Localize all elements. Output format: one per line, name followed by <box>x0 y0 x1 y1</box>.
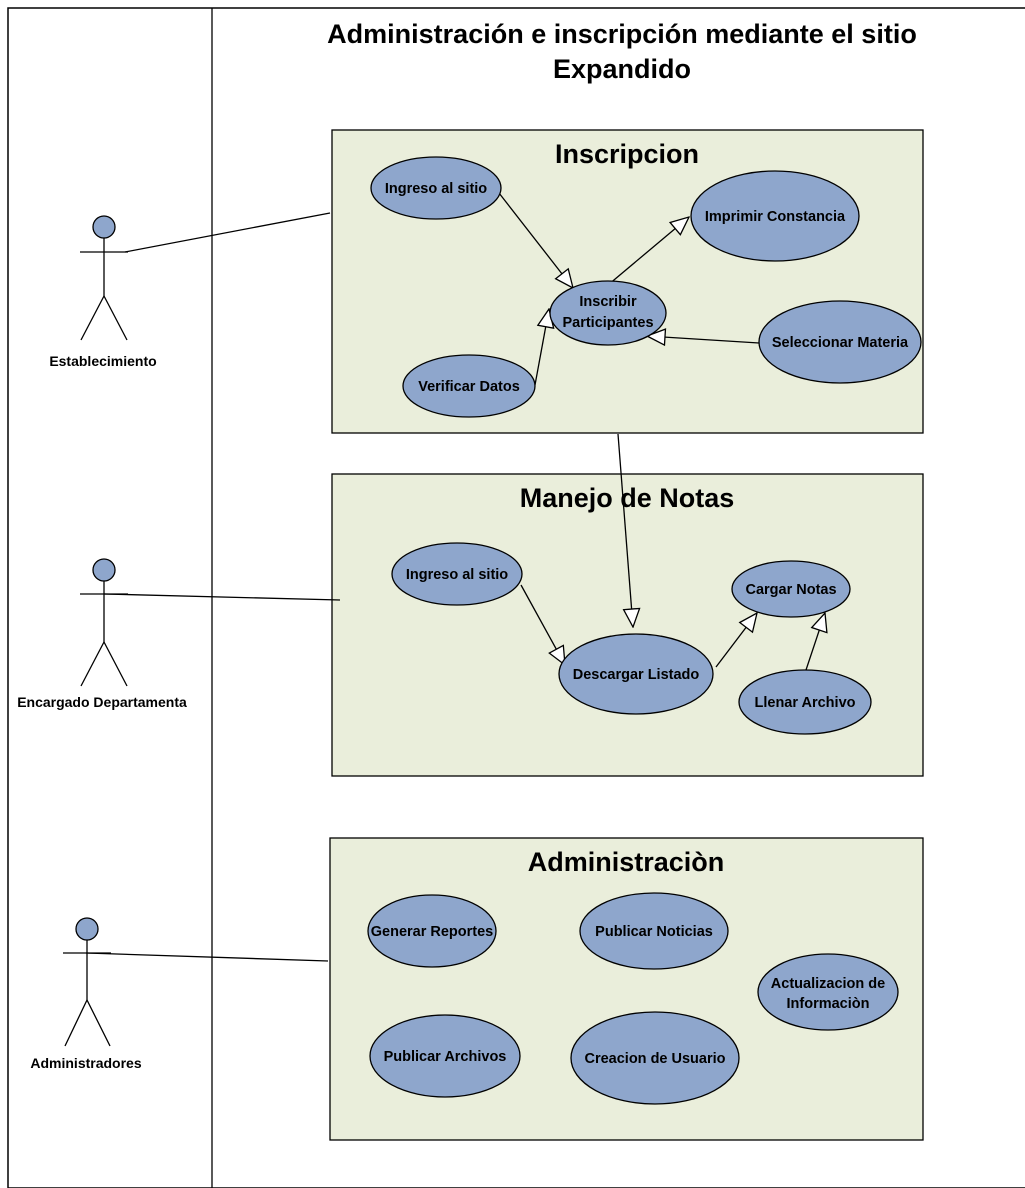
svg-text:Generar Reportes: Generar Reportes <box>371 924 494 940</box>
diagram-title-line1: Administración e inscripción mediante el… <box>327 19 917 49</box>
use-case-actualizacion-informacion: Actualizacion de Informaciòn <box>757 953 899 1031</box>
actor-encargado: Encargado Departamenta <box>17 558 187 710</box>
use-case-generar-reportes: Generar Reportes <box>367 894 497 968</box>
use-case-ingreso-notas: Ingreso al sitio <box>391 542 523 606</box>
use-case-cargar-notas: Cargar Notas <box>731 560 851 618</box>
association-encargado <box>103 593 341 601</box>
diagram-frame <box>7 7 1025 1188</box>
use-case-inscribir-participantes: Inscribir Participantes <box>549 280 667 346</box>
association-administradores <box>85 952 329 962</box>
arrow-inscribir-to-imprimir <box>607 217 689 286</box>
use-case-seleccionar-materia: Seleccionar Materia <box>758 300 922 384</box>
arrow-verificar-to-inscribir <box>534 309 549 386</box>
arrow-ingreso-to-descargar <box>520 584 565 665</box>
svg-text:Creacion de Usuario: Creacion de Usuario <box>584 1051 725 1067</box>
arrow-llenar-to-cargar <box>805 613 825 671</box>
relations <box>85 192 825 962</box>
package-inscripcion-title: Inscripcion <box>555 139 699 169</box>
svg-text:Publicar Archivos: Publicar Archivos <box>384 1049 507 1065</box>
use-case-llenar-archivo: Llenar Archivo <box>738 669 872 735</box>
svg-text:Llenar Archivo: Llenar Archivo <box>755 695 856 711</box>
arrow-seleccionar-to-inscribir <box>647 336 760 343</box>
svg-text:Ingreso al sitio: Ingreso al sitio <box>406 567 508 583</box>
actor-encargado-label: Encargado Departamenta <box>17 694 187 710</box>
svg-text:Ingreso al sitio: Ingreso al sitio <box>385 181 487 197</box>
arrow-ingreso-to-inscribir <box>498 192 573 288</box>
svg-text:Seleccionar Materia: Seleccionar Materia <box>772 335 909 351</box>
actor-establecimiento-label: Establecimiento <box>49 353 156 369</box>
arrow-inscribir-to-descargar <box>617 433 633 627</box>
arrow-descargar-to-cargar <box>715 613 757 668</box>
association-establecimiento <box>124 212 331 253</box>
svg-text:Verificar Datos: Verificar Datos <box>418 379 520 395</box>
actor-head-icon <box>92 215 116 239</box>
svg-text:Participantes: Participantes <box>562 315 653 331</box>
use-case-descargar-listado: Descargar Listado <box>558 633 714 715</box>
svg-text:Publicar Noticias: Publicar Noticias <box>595 924 713 940</box>
svg-text:Descargar Listado: Descargar Listado <box>573 667 700 683</box>
svg-text:Cargar Notas: Cargar Notas <box>745 582 836 598</box>
svg-text:Imprimir Constancia: Imprimir Constancia <box>705 209 846 225</box>
actor-establecimiento: Establecimiento <box>49 215 157 369</box>
use-case-publicar-noticias: Publicar Noticias <box>579 892 729 970</box>
diagram-title-line2: Expandido <box>553 54 691 84</box>
svg-text:Inscribir: Inscribir <box>579 294 637 310</box>
actor-administradores: Administradores <box>30 917 142 1071</box>
actor-administradores-label: Administradores <box>30 1055 141 1071</box>
actor-head-icon <box>92 558 116 582</box>
actor-head-icon <box>75 917 99 941</box>
svg-text:Informaciòn: Informaciòn <box>787 996 870 1012</box>
svg-text:Actualizacion de: Actualizacion de <box>771 976 885 992</box>
package-notas-title: Manejo de Notas <box>520 483 735 513</box>
use-case-ingreso-inscripcion: Ingreso al sitio <box>370 156 502 220</box>
use-case-verificar-datos: Verificar Datos <box>402 354 536 418</box>
use-case-creacion-usuario: Creacion de Usuario <box>570 1011 740 1105</box>
use-case-imprimir-constancia: Imprimir Constancia <box>690 170 860 262</box>
use-case-publicar-archivos: Publicar Archivos <box>369 1014 521 1098</box>
package-administracion-title: Administraciòn <box>528 847 725 877</box>
